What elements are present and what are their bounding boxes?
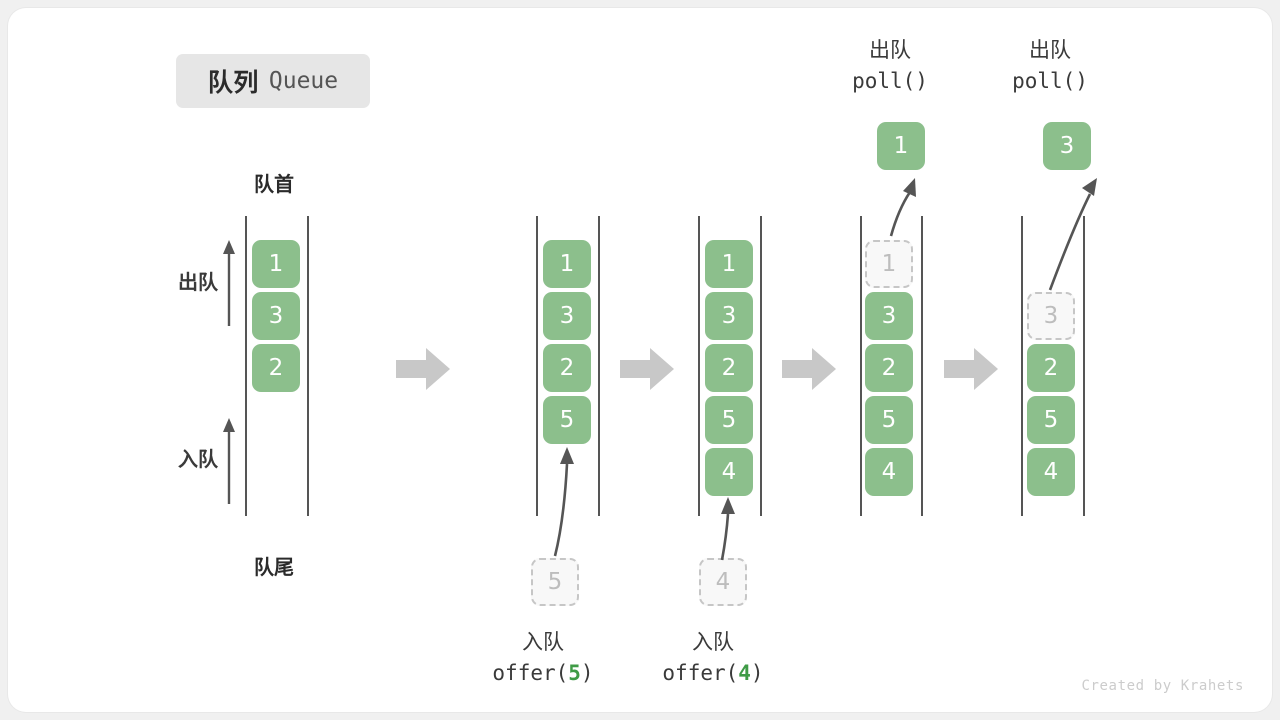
caption-arg: 5 xyxy=(568,661,581,686)
caption-poll-1: 出队 poll() xyxy=(810,36,970,97)
queue-element: 3 xyxy=(252,292,300,340)
diagram-title-chip: 队列 Queue xyxy=(176,54,370,108)
enqueue-direction-arrow-icon xyxy=(223,418,235,504)
caption-offer-5: 入队 offer(5) xyxy=(463,628,623,689)
step-arrow-icon xyxy=(782,348,836,390)
watermark: Created by Krahets xyxy=(1081,678,1244,694)
queue-element: 4 xyxy=(705,448,753,496)
queue-element: 2 xyxy=(252,344,300,392)
queue-element: 3 xyxy=(543,292,591,340)
popped-element: 3 xyxy=(1043,122,1091,170)
enqueue-arrow-icon xyxy=(720,497,735,561)
incoming-element-ghost: 5 xyxy=(531,558,579,606)
queue-rail-left xyxy=(698,216,700,516)
queue-element: 3 xyxy=(865,292,913,340)
dequeue-arrow-icon xyxy=(1048,178,1097,291)
caption-code: poll() xyxy=(1012,69,1088,94)
caption-arg: 4 xyxy=(738,661,751,686)
side-label-dequeue: 出队 xyxy=(178,272,218,294)
queue-element: 3 xyxy=(705,292,753,340)
queue-head-label: 队首 xyxy=(254,174,294,196)
dequeue-direction-arrow-icon xyxy=(223,240,235,326)
queue-rail-left xyxy=(536,216,538,516)
queue-rail-right xyxy=(1083,216,1085,516)
queue-rail-right xyxy=(307,216,309,516)
queue-tail-label: 队尾 xyxy=(254,557,294,579)
step-arrow-icon xyxy=(944,348,998,390)
caption-cn: 出队 xyxy=(869,39,911,62)
queue-element: 1 xyxy=(543,240,591,288)
queue-element: 2 xyxy=(1027,344,1075,392)
step-arrow-icon xyxy=(620,348,674,390)
queue-rail-right xyxy=(598,216,600,516)
caption-code: offer(5) xyxy=(492,661,594,686)
caption-code: offer(4) xyxy=(662,661,764,686)
diagram-card: 队列 Queue 队首 队尾 出队 入队 1 3 2 1 3 2 5 5 xyxy=(8,8,1272,712)
queue-element: 2 xyxy=(865,344,913,392)
queue-element: 4 xyxy=(1027,448,1075,496)
step-arrow-icon xyxy=(396,348,450,390)
side-label-enqueue: 入队 xyxy=(178,449,218,471)
caption-code: poll() xyxy=(852,69,928,94)
queue-rail-left xyxy=(860,216,862,516)
caption-cn: 入队 xyxy=(692,631,734,654)
enqueue-arrow-icon xyxy=(553,447,574,557)
queue-element: 5 xyxy=(543,396,591,444)
diagram-title-cn: 队列 xyxy=(207,69,259,97)
popped-element: 1 xyxy=(877,122,925,170)
caption-poll-3: 出队 poll() xyxy=(970,36,1130,97)
queue-rail-right xyxy=(921,216,923,516)
queue-element: 2 xyxy=(543,344,591,392)
queue-element: 5 xyxy=(705,396,753,444)
caption-offer-4: 入队 offer(4) xyxy=(633,628,793,689)
queue-element: 4 xyxy=(865,448,913,496)
queue-rail-right xyxy=(760,216,762,516)
queue-rail-left xyxy=(1021,216,1023,516)
queue-element: 5 xyxy=(1027,396,1075,444)
queue-element: 1 xyxy=(252,240,300,288)
outgoing-element-ghost: 1 xyxy=(865,240,913,288)
dequeue-arrow-icon xyxy=(889,178,916,237)
queue-rail-left xyxy=(245,216,247,516)
caption-cn: 出队 xyxy=(1029,39,1071,62)
queue-element: 2 xyxy=(705,344,753,392)
outgoing-element-ghost: 3 xyxy=(1027,292,1075,340)
queue-element: 5 xyxy=(865,396,913,444)
caption-cn: 入队 xyxy=(522,631,564,654)
queue-element: 1 xyxy=(705,240,753,288)
diagram-title-en: Queue xyxy=(268,68,339,94)
